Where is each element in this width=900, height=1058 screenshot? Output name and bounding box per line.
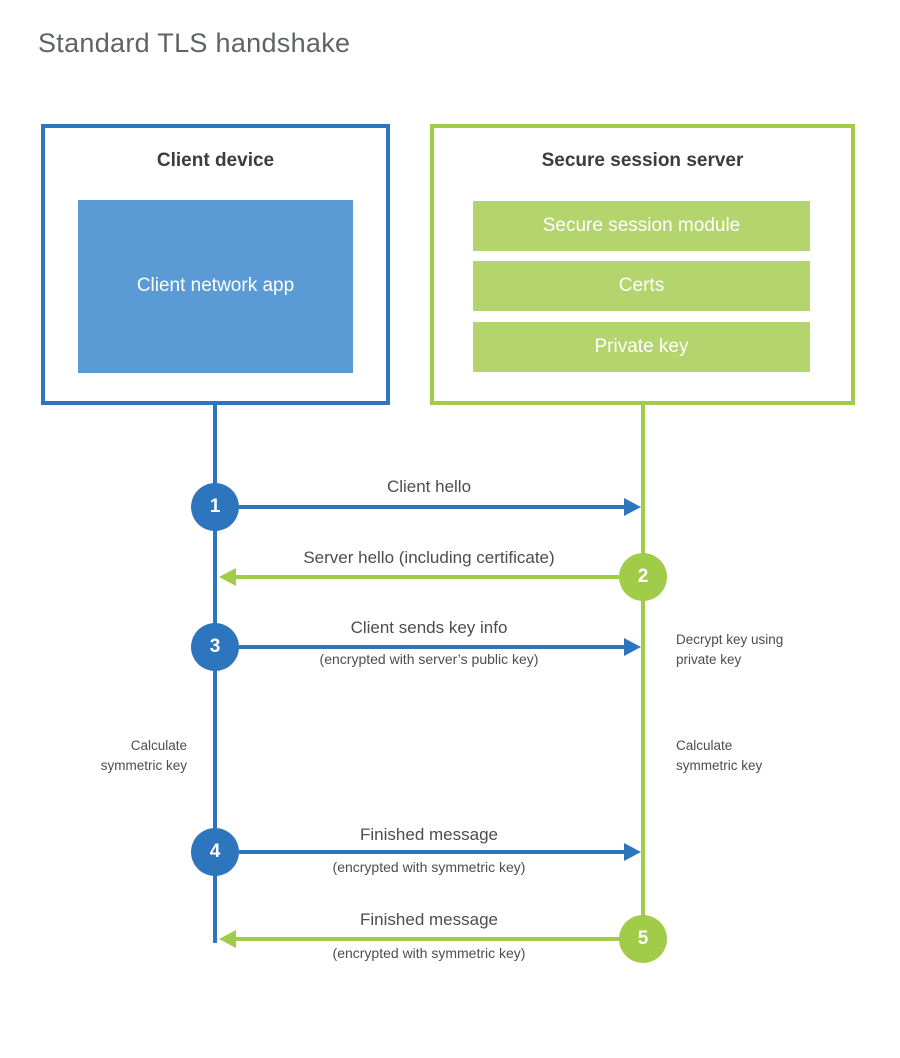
step-4-arrow — [239, 843, 641, 861]
server-module-label: Private key — [594, 336, 689, 357]
step-4-sublabel: (encrypted with symmetric key) — [332, 859, 526, 875]
step-4-label: Finished message — [360, 825, 498, 844]
step-2-arrow — [219, 568, 619, 586]
arrowhead-left-icon — [219, 930, 236, 948]
arrow-shaft — [239, 850, 624, 854]
step-1-circle: 1 — [191, 483, 239, 531]
client-device-box: Client device Client network app — [41, 124, 390, 405]
arrow-shaft — [236, 575, 619, 579]
step-5-arrow — [219, 930, 619, 948]
step-3-arrow — [239, 638, 641, 656]
step-5-label: Finished message — [360, 910, 498, 929]
step-2-label: Server hello (including certificate) — [303, 548, 555, 567]
client-network-app-label: Client network app — [136, 275, 295, 297]
server-module-bar: Private key — [473, 322, 810, 372]
step-3-circle: 3 — [191, 623, 239, 671]
server-module-bar: Certs — [473, 261, 810, 311]
server-module-label: Certs — [618, 275, 665, 296]
client-network-app-block: Client network app — [78, 200, 353, 373]
arrowhead-right-icon — [624, 498, 641, 516]
step-2-circle: 2 — [619, 553, 667, 601]
step-3-label: Client sends key info — [350, 618, 508, 637]
arrowhead-left-icon — [219, 568, 236, 586]
step-5-circle: 5 — [619, 915, 667, 963]
server-module-label: Secure session module — [542, 215, 741, 236]
secure-session-server-box: Secure session server Secure session mod… — [430, 124, 855, 405]
step-number: 1 — [209, 496, 221, 517]
step-3-sublabel: (encrypted with server’s public key) — [319, 651, 539, 667]
arrowhead-right-icon — [624, 638, 641, 656]
server-module-bar: Secure session module — [473, 201, 810, 251]
decrypt-key-note: Decrypt key using private key — [676, 632, 784, 667]
step-number: 5 — [637, 928, 649, 949]
step-4-circle: 4 — [191, 828, 239, 876]
calculate-symmetric-key-server-note: Calculate symmetric key — [676, 738, 763, 773]
diagram-title: Standard TLS handshake — [38, 28, 351, 58]
arrow-shaft — [236, 937, 619, 941]
step-5-sublabel: (encrypted with symmetric key) — [332, 945, 526, 961]
step-1-label: Client hello — [386, 477, 472, 496]
client-device-title: Client device — [156, 150, 275, 171]
step-number: 3 — [209, 636, 221, 657]
calculate-symmetric-key-client-note: Calculate symmetric key — [100, 738, 187, 773]
step-number: 2 — [637, 566, 649, 587]
step-1-arrow — [239, 498, 641, 516]
arrow-shaft — [239, 645, 624, 649]
client-lifeline — [213, 405, 217, 943]
server-lifeline — [641, 405, 645, 939]
step-number: 4 — [209, 841, 221, 862]
secure-session-server-title: Secure session server — [541, 150, 744, 171]
arrowhead-right-icon — [624, 843, 641, 861]
arrow-shaft — [239, 505, 624, 509]
